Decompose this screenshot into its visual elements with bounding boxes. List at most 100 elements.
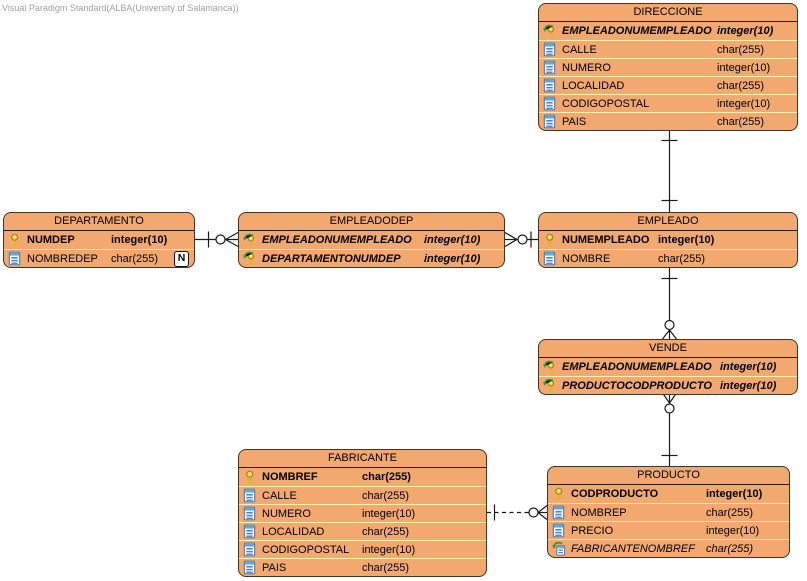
column-type: char(255) — [706, 507, 785, 519]
entity-title: FABRICANTE — [239, 450, 486, 468]
column-icon — [551, 505, 567, 520]
primary-key-icon — [551, 487, 567, 502]
column-icon — [242, 560, 258, 575]
column-row: PRODUCTOCODPRODUCTO integer(10) — [539, 376, 797, 394]
column-type: integer(10) — [717, 62, 793, 74]
entity-empleadodep[interactable]: EMPLEADODEP EMPLEADONUMEMPLEADO integer(… — [238, 212, 505, 268]
column-row: CALLE char(255) — [539, 40, 797, 58]
column-row: NUMEMPLEADO integer(10) — [539, 231, 797, 249]
primary-key-icon — [542, 233, 558, 248]
column-type: integer(10) — [720, 380, 793, 392]
column-row: CODIGOPOSTAL integer(10) — [239, 540, 486, 558]
relationship-empleado-vende[interactable] — [662, 265, 678, 339]
column-icon — [7, 251, 23, 266]
foreign-key-column-icon — [551, 541, 567, 556]
column-name: NUMDEP — [27, 234, 111, 246]
primary-foreign-key-icon — [242, 233, 258, 248]
column-type: char(255) — [717, 116, 793, 128]
primary-foreign-key-icon — [542, 360, 558, 375]
column-row: CODIGOPOSTAL integer(10) — [539, 94, 797, 112]
column-row: PAIS char(255) — [239, 558, 486, 576]
column-type: char(255) — [111, 253, 174, 265]
column-row: LOCALIDAD char(255) — [239, 522, 486, 540]
column-type: integer(10) — [706, 488, 785, 500]
column-row: NOMBRE char(255) — [539, 249, 797, 267]
column-row: LOCALIDAD char(255) — [539, 76, 797, 94]
entity-direccione[interactable]: DIRECCIONE EMPLEADONUMEMPLEADO integer(1… — [538, 3, 798, 131]
nullable-badge: N — [174, 251, 189, 267]
column-name: EMPLEADONUMEMPLEADO — [262, 234, 424, 246]
column-icon — [542, 42, 558, 57]
column-icon — [242, 488, 258, 503]
column-row: FABRICANTENOMBREF char(255) — [548, 539, 789, 557]
column-icon — [542, 114, 558, 129]
column-row: NUMDEP integer(10) — [4, 231, 194, 249]
column-row: DEPARTAMENTONUMDEP integer(10) — [239, 249, 504, 267]
column-name: PAIS — [262, 562, 362, 574]
relationship-departamento-empleadodep[interactable] — [195, 232, 238, 248]
column-name: CODPRODUCTO — [571, 488, 706, 500]
relationship-direccione-empleado[interactable] — [662, 128, 678, 212]
column-type: char(255) — [362, 490, 482, 502]
column-icon — [242, 524, 258, 539]
primary-key-icon — [242, 470, 258, 485]
column-type: char(255) — [717, 80, 793, 92]
entity-empleado[interactable]: EMPLEADO NUMEMPLEADO integer(10) NOMBRE … — [538, 212, 798, 268]
column-name: EMPLEADONUMEMPLEADO — [562, 25, 717, 37]
column-row: NUMERO integer(10) — [539, 58, 797, 76]
column-row: NUMERO integer(10) — [239, 504, 486, 522]
relationship-fabricante-producto[interactable] — [487, 505, 547, 521]
column-name: NOMBREP — [571, 507, 706, 519]
column-row: PRECIO integer(10) — [548, 521, 789, 539]
column-name: DEPARTAMENTONUMDEP — [262, 253, 424, 265]
column-type: char(255) — [658, 253, 793, 265]
column-type: char(255) — [362, 562, 482, 574]
column-type: integer(10) — [362, 544, 482, 556]
column-name: CALLE — [262, 490, 362, 502]
column-name: NUMERO — [262, 508, 362, 520]
column-icon — [542, 251, 558, 266]
column-type: integer(10) — [706, 525, 785, 537]
column-name: NOMBRE — [562, 253, 658, 265]
column-name: CODIGOPOSTAL — [562, 98, 717, 110]
column-type: char(255) — [362, 526, 482, 538]
column-row: CODPRODUCTO integer(10) — [548, 485, 789, 503]
column-name: PRODUCTOCODPRODUCTO — [562, 380, 720, 392]
primary-key-icon — [7, 233, 23, 248]
column-name: LOCALIDAD — [562, 80, 717, 92]
entity-title: DIRECCIONE — [539, 4, 797, 22]
primary-foreign-key-icon — [542, 378, 558, 393]
column-icon — [551, 523, 567, 538]
column-icon — [542, 96, 558, 111]
column-row: PAIS char(255) — [539, 112, 797, 130]
column-row: NOMBREP char(255) — [548, 503, 789, 521]
column-name: NUMERO — [562, 62, 717, 74]
column-type: integer(10) — [658, 234, 793, 246]
entity-title: EMPLEADODEP — [239, 213, 504, 231]
column-type: integer(10) — [424, 234, 500, 246]
column-row: NOMBREF char(255) — [239, 468, 486, 486]
column-row: EMPLEADONUMEMPLEADO integer(10) — [539, 358, 797, 376]
column-row: NOMBREDEP char(255) N — [4, 249, 194, 267]
column-row: EMPLEADONUMEMPLEADO integer(10) — [539, 22, 797, 40]
entity-producto[interactable]: PRODUCTO CODPRODUCTO integer(10) NOMBREP… — [547, 466, 790, 558]
entity-title: VENDE — [539, 340, 797, 358]
column-type: integer(10) — [424, 253, 500, 265]
relationship-vende-producto[interactable] — [662, 392, 678, 466]
column-type: char(255) — [706, 543, 785, 555]
primary-foreign-key-icon — [242, 251, 258, 266]
entity-vende[interactable]: VENDE EMPLEADONUMEMPLEADO integer(10) PR… — [538, 339, 798, 395]
column-icon — [542, 78, 558, 93]
column-name: PRECIO — [571, 525, 706, 537]
column-name: CALLE — [562, 44, 717, 56]
column-type: integer(10) — [111, 234, 190, 246]
column-type: char(255) — [362, 471, 482, 483]
relationship-empleadodep-empleado[interactable] — [505, 232, 538, 248]
column-type: char(255) — [717, 44, 793, 56]
primary-foreign-key-icon — [542, 24, 558, 39]
column-name: FABRICANTENOMBREF — [571, 543, 706, 555]
entity-fabricante[interactable]: FABRICANTE NOMBREF char(255) CALLE char(… — [238, 449, 487, 577]
column-name: LOCALIDAD — [262, 526, 362, 538]
entity-departamento[interactable]: DEPARTAMENTO NUMDEP integer(10) NOMBREDE… — [3, 212, 195, 268]
